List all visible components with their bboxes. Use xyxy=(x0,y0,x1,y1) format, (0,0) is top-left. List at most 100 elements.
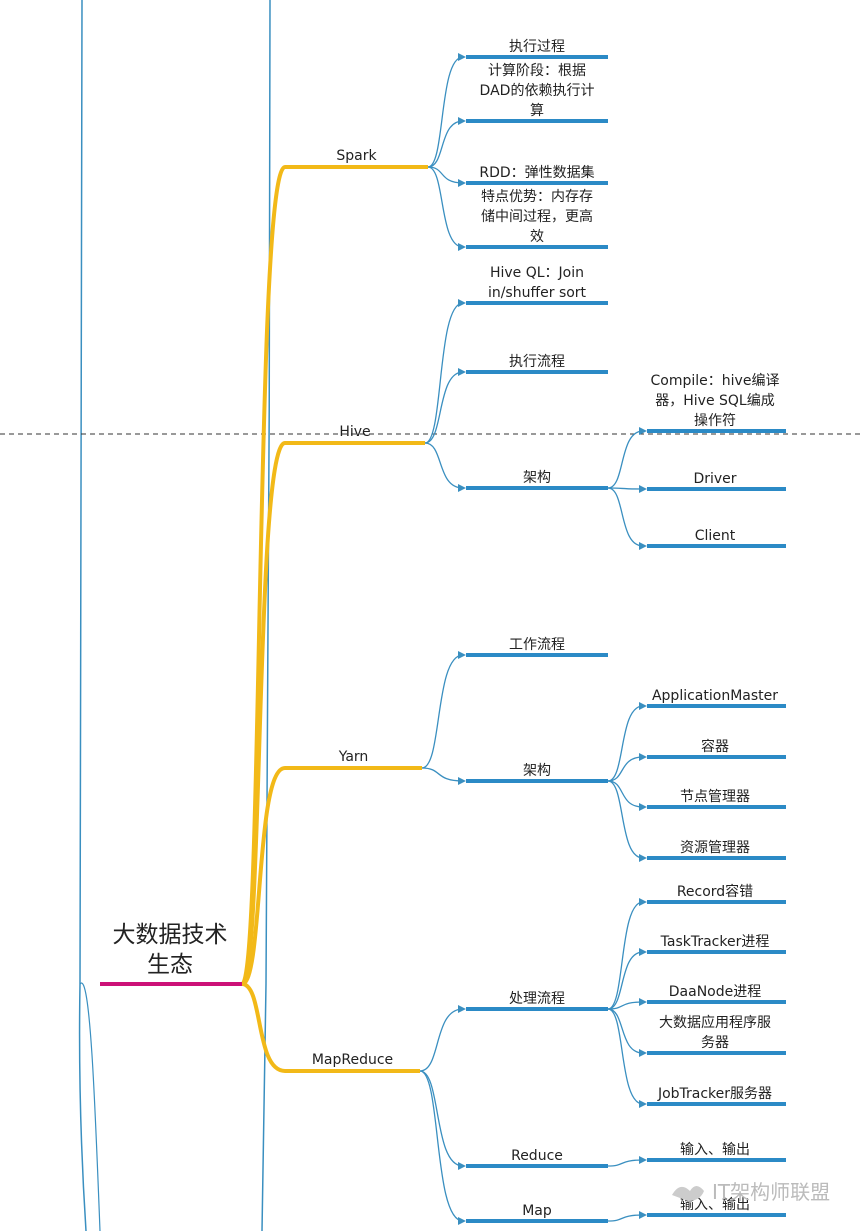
node-label-spark-2: RDD：弹性数据集 xyxy=(479,164,594,181)
connector xyxy=(427,166,464,184)
connector xyxy=(607,1008,644,1054)
node-label-yarn-0: 工作流程 xyxy=(509,637,565,653)
connector xyxy=(607,756,644,782)
node-label-spark-0: 执行过程 xyxy=(509,39,565,55)
node-label-hive-2: 架构 xyxy=(523,470,551,486)
branch-label-hive: Hive xyxy=(339,424,370,440)
connector xyxy=(607,1008,644,1105)
root-title-line1: 大数据技术 xyxy=(113,922,228,948)
connector xyxy=(424,371,464,444)
leaf-label-mapreduce-0-3: 务器 xyxy=(701,1035,729,1051)
arrow-icon xyxy=(639,1049,647,1057)
node-label-yarn-1: 架构 xyxy=(523,763,551,779)
branch-connector-yarn xyxy=(241,766,286,986)
connector xyxy=(421,654,464,769)
connector xyxy=(607,951,644,1010)
leaf-label-mapreduce-0-4: JobTracker服务器 xyxy=(657,1086,772,1102)
left-border-curve xyxy=(78,0,87,1231)
node-label-mapreduce-1: Reduce xyxy=(511,1148,563,1164)
branch-connector-hive xyxy=(240,441,287,986)
leaf-label-mapreduce-2-0: 输入、输出 xyxy=(680,1197,750,1213)
arrow-icon xyxy=(458,368,466,376)
arrow-icon xyxy=(639,803,647,811)
connector xyxy=(607,487,644,490)
node-label-spark-1: DAD的依赖执行计 xyxy=(480,83,595,99)
leaf-label-hive-2-0: 操作符 xyxy=(694,413,736,429)
wechat-logo-icon xyxy=(672,1186,704,1201)
branch-label-yarn: Yarn xyxy=(338,749,369,765)
node-label-mapreduce-0: 处理流程 xyxy=(509,991,565,1007)
node-label-spark-3: 特点优势：内存存 xyxy=(481,189,593,205)
arrow-icon xyxy=(458,117,466,125)
leaf-label-hive-2-0: Compile：hive编译 xyxy=(651,373,780,389)
leaf-label-yarn-1-3: 资源管理器 xyxy=(680,840,750,856)
branch-label-spark: Spark xyxy=(336,148,377,164)
arrow-icon xyxy=(458,179,466,187)
leaf-label-mapreduce-0-0: Record容错 xyxy=(677,883,753,900)
watermark: IT架构师联盟 xyxy=(712,1180,830,1204)
connector xyxy=(419,1008,464,1072)
node-label-spark-1: 计算阶段：根据 xyxy=(488,63,586,79)
arrow-icon xyxy=(639,753,647,761)
node-label-mapreduce-2: Map xyxy=(522,1203,552,1219)
connector xyxy=(421,767,464,782)
connector xyxy=(424,442,464,489)
connector xyxy=(427,166,464,248)
connector xyxy=(607,705,644,782)
leaf-label-yarn-1-2: 节点管理器 xyxy=(680,789,750,805)
arrow-icon xyxy=(639,1100,647,1108)
arrow-icon xyxy=(639,1156,647,1164)
leaf-label-hive-2-0: 器，Hive SQL编成 xyxy=(655,393,774,409)
leaf-label-mapreduce-0-2: DaaNode进程 xyxy=(669,984,761,1000)
node-label-hive-0: in/shuffer sort xyxy=(488,285,587,301)
leaf-label-mapreduce-0-1: TaskTracker进程 xyxy=(660,934,770,950)
arrow-icon xyxy=(458,777,466,785)
arrow-icon xyxy=(458,1217,466,1225)
leaf-label-hive-2-1: Driver xyxy=(693,471,736,487)
arrow-icon xyxy=(639,1211,647,1219)
arrow-icon xyxy=(458,1162,466,1170)
arrow-icon xyxy=(639,542,647,550)
arrow-icon xyxy=(639,485,647,493)
node-label-spark-3: 效 xyxy=(530,229,544,245)
connector xyxy=(607,780,644,859)
node-label-hive-1: 执行流程 xyxy=(509,354,565,370)
root-loop-curve xyxy=(79,982,101,1231)
arrow-icon xyxy=(639,898,647,906)
node-label-spark-3: 储中间过程，更高 xyxy=(481,208,593,225)
connector xyxy=(607,1214,644,1222)
arrow-icon xyxy=(639,702,647,710)
arrow-icon xyxy=(458,484,466,492)
arrow-icon xyxy=(458,299,466,307)
arrow-icon xyxy=(458,1005,466,1013)
leaf-label-yarn-1-1: 容器 xyxy=(701,738,729,755)
arrow-icon xyxy=(458,53,466,61)
connector xyxy=(419,1070,464,1222)
arrow-icon xyxy=(639,427,647,435)
branch-connector-mapreduce xyxy=(241,982,286,1073)
connector xyxy=(607,487,644,547)
leaf-label-mapreduce-0-3: 大数据应用程序服 xyxy=(659,1014,771,1031)
node-label-hive-0: Hive QL：Join xyxy=(490,265,584,281)
root-title-line2: 生态 xyxy=(147,952,193,978)
node-label-spark-1: 算 xyxy=(530,103,544,119)
arrow-icon xyxy=(639,948,647,956)
connector xyxy=(419,1070,464,1167)
leaf-label-mapreduce-1-0: 输入、输出 xyxy=(680,1142,750,1158)
connector xyxy=(607,901,644,1010)
leaf-label-yarn-1-0: ApplicationMaster xyxy=(652,688,778,704)
connector xyxy=(607,780,644,808)
connector xyxy=(607,1159,644,1167)
connector xyxy=(427,120,464,168)
arrow-icon xyxy=(639,854,647,862)
connector xyxy=(607,430,644,489)
branch-label-mapreduce: MapReduce xyxy=(312,1052,393,1068)
leaf-label-hive-2-2: Client xyxy=(695,528,736,544)
connector xyxy=(427,56,464,168)
arrow-icon xyxy=(639,998,647,1006)
arrow-icon xyxy=(458,651,466,659)
connector xyxy=(424,302,464,444)
connector xyxy=(607,1001,644,1010)
